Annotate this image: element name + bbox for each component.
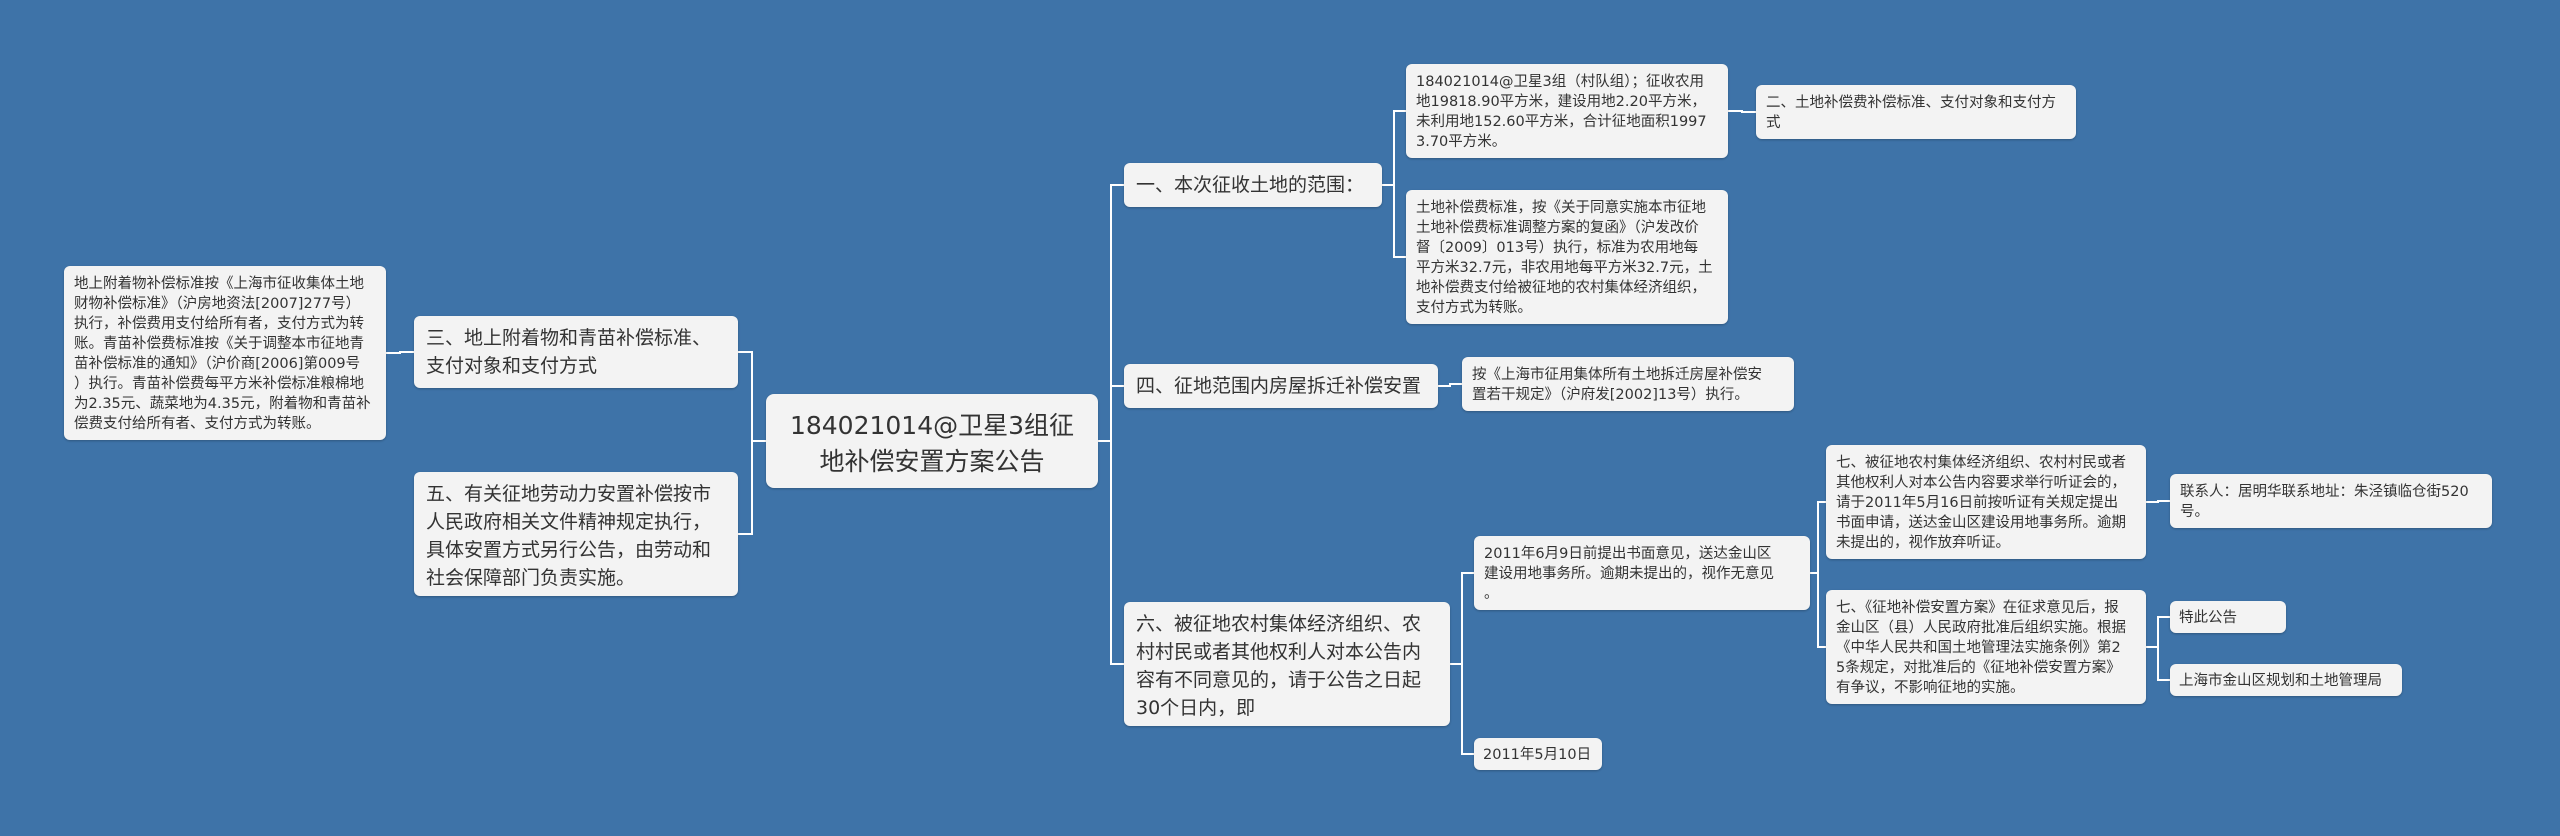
connector-line [1810,501,1826,574]
contact-info: 联系人：居明华联系地址：朱泾镇临仓街520 号。 [2170,474,2492,528]
connector-line [1382,110,1406,186]
connector-line [738,351,766,442]
hearing-request: 七、被征地农村集体经济组织、农村村民或者 其他权利人对本公告内容要求举行听证会的… [1826,445,2146,559]
connector-line [1728,110,1756,113]
connector-line [2146,616,2170,648]
announcement-date: 2011年5月10日 [1474,738,1602,770]
connector-line [1450,663,1474,755]
objection-deadline: 2011年6月9日前提出书面意见，送达金山区 建设用地事务所。逾期未提出的，视作… [1474,536,1810,610]
connector-line [1098,385,1124,442]
issuing-authority: 上海市金山区规划和土地管理局 [2170,664,2402,696]
branch-objection: 六、被征地农村集体经济组织、农 村村民或者其他权利人对本公告内 容有不同意见的，… [1124,602,1450,726]
attachments-compensation-standard: 地上附着物补偿标准按《上海市征收集体土地 财物补偿标准》（沪房地资法[2007]… [64,266,386,440]
connector-line [1382,184,1406,258]
connector-line [738,440,766,535]
connector-line [386,351,414,354]
branch-house-demolition: 四、征地范围内房屋拆迁补偿安置 [1124,364,1438,408]
root-title: 184021014@卫星3组征 地补偿安置方案公告 [766,394,1098,488]
connector-line [1438,383,1462,387]
branch-attachments-compensation: 三、地上附着物和青苗补偿标准、 支付对象和支付方式 [414,316,738,388]
plan-implementation: 七、《征地补偿安置方案》在征求意见后，报 金山区（县）人民政府批准后组织实施。根… [1826,590,2146,704]
connector-line [1098,440,1124,665]
land-compensation-standard: 土地补偿费标准，按《关于同意实施本市征地 土地补偿费标准调整方案的复函》（沪发改… [1406,190,1728,324]
land-compensation-heading: 二、土地补偿费补偿标准、支付对象和支付方 式 [1756,85,2076,139]
connector-line [2146,500,2170,503]
house-demolition-rule: 按《上海市征用集体所有土地拆迁房屋补偿安 置若干规定》（沪府发[2002]13号… [1462,357,1794,411]
connector-line [1810,572,1826,648]
connector-line [2146,646,2170,681]
scope-area-detail: 184021014@卫星3组（村队组）；征收农用 地19818.90平方米，建设… [1406,64,1728,158]
announcement-closing: 特此公告 [2170,601,2286,633]
connector-line [1450,572,1474,665]
branch-scope: 一、本次征收土地的范围： [1124,163,1382,207]
branch-labor-resettlement: 五、有关征地劳动力安置补偿按市 人民政府相关文件精神规定执行， 具体安置方式另行… [414,472,738,596]
